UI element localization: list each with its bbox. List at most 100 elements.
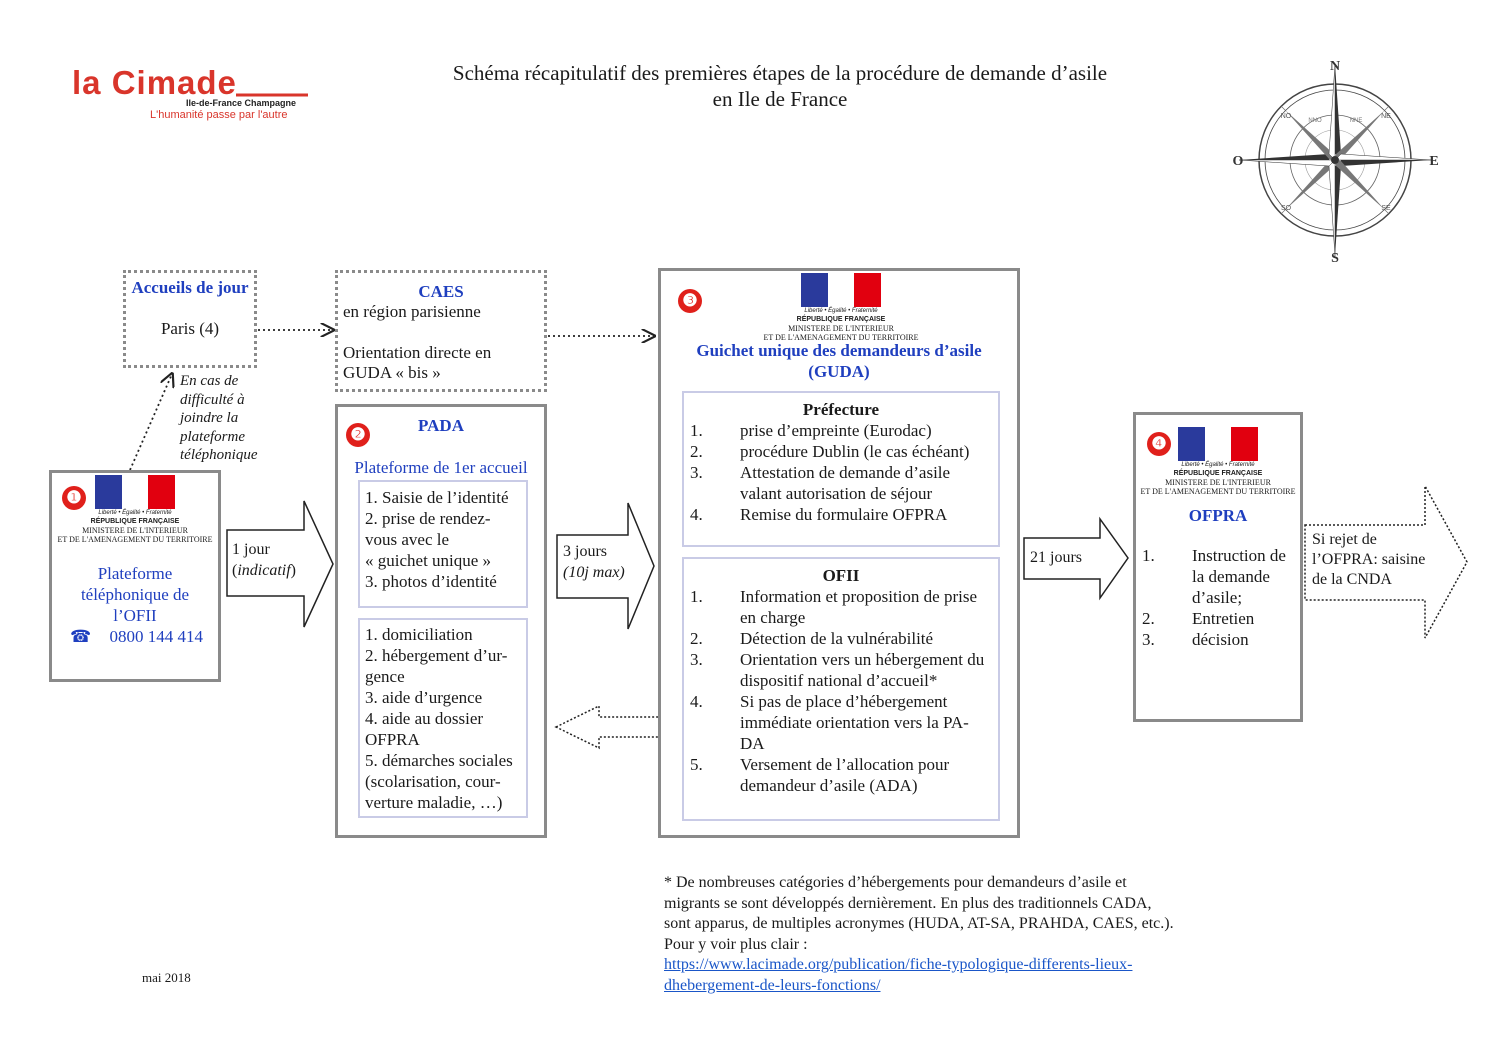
arrow-3-label: 21 jours: [1030, 549, 1082, 566]
difficulty-note-line: joindre la: [180, 410, 239, 426]
arrow-2-label: 3 jours: [563, 543, 607, 560]
cimade-logo-subtitle: Ile-de-France Champagne: [186, 98, 297, 108]
pada-services-line: verture maladie, …): [365, 793, 503, 812]
arrow-4-line: l’OFPRA: saisine: [1312, 551, 1426, 568]
arrow-1-note-text: indicatif: [237, 562, 291, 579]
guda-box: ❸ Liberté • Égalité • Fraternité RÉPUBLI…: [658, 268, 1020, 838]
ministry-logo: Liberté • Égalité • Fraternité RÉPUBLIQU…: [1128, 427, 1308, 496]
arrow-2-note: (10j max): [563, 564, 625, 581]
pada-box-services: 1. domiciliation 2. hébergement d’ur- ge…: [358, 618, 528, 818]
pada-services-line: OFPRA: [365, 730, 420, 749]
document-date: mai 2018: [142, 970, 191, 985]
ofii-phone-number[interactable]: 0800 144 414: [109, 627, 203, 646]
arrow-4-line: de la CNDA: [1312, 571, 1392, 588]
footnote-link[interactable]: https://www.lacimade.org/publication/fic…: [664, 956, 1133, 973]
ofii-title-line: Plateforme: [97, 564, 173, 583]
ministry-logo: Liberté • Égalité • Fraternité RÉPUBLIQU…: [45, 475, 225, 544]
cimade-logo: la Cimade Ile-de-France Champagne L'huma…: [70, 62, 310, 132]
pada-services-line: (scolarisation, cour-: [365, 772, 501, 791]
pada-services-line: 2. hébergement d’ur-: [365, 646, 508, 665]
guda-title: Guichet unique des demandeurs d’asile (G…: [661, 340, 1017, 382]
arrow-3-jours: [556, 502, 655, 630]
step-1-badge: ❶: [62, 486, 86, 510]
accueils-text: Paris (4): [160, 319, 220, 338]
ministry-logo: Liberté • Égalité • Fraternité RÉPUBLIQU…: [751, 273, 931, 342]
arrow-cnda: [1304, 485, 1468, 639]
prefecture-item: 1.prise d’empreinte (Eurodac): [690, 421, 932, 440]
footnote: * De nombreuses catégories d’hébergement…: [664, 873, 1304, 996]
prefecture-item: 4.Remise du formulaire OFPRA: [690, 505, 948, 524]
connector-ofii-accueils: [129, 374, 172, 471]
step-3-badge: ❸: [678, 289, 702, 313]
prefecture-title: Préfecture: [802, 400, 880, 419]
ministry-motto: Liberté • Égalité • Fraternité: [98, 510, 172, 516]
pada-identity-line: « guichet unique »: [365, 551, 492, 570]
difficulty-note: En cas de difficulté à joindre la platef…: [180, 372, 290, 465]
footnote-line: Pour y voir plus clair :: [664, 935, 808, 953]
page-title-line2: en Ile de France: [712, 87, 848, 111]
compass-se: SE: [1381, 205, 1391, 212]
caes-box: CAES en région parisienne Orientation di…: [335, 270, 547, 392]
accueils-title: Accueils de jour: [131, 278, 249, 297]
step-2-badge: ❷: [346, 423, 370, 447]
prefecture-item: 3.Attestation de demande d’asile valant …: [690, 463, 951, 503]
prefecture-box: Préfecture 1.prise d’empreinte (Eurodac)…: [682, 391, 1000, 547]
compass-no: NO: [1281, 113, 1292, 120]
compass-w: O: [1233, 154, 1244, 169]
cimade-logo-tagline: L'humanité passe par l'autre: [150, 109, 288, 121]
ministry-line1: MINISTERE DE L'INTERIEUR: [788, 324, 894, 333]
ofpra-item: 1.Instruction de la demande d’asile;: [1142, 546, 1286, 607]
cimade-logo-name: la Cimade: [72, 64, 237, 101]
compass-nne: NNE: [1350, 118, 1363, 124]
caes-title: CAES: [418, 282, 464, 301]
footnote-line: migrants se sont développés dernièrement…: [664, 894, 1152, 912]
pada-identity-line: vous avec le: [365, 530, 450, 549]
ofpra-item: 3.décision: [1142, 630, 1249, 649]
ofii-item: 5.Versement de l’allocation pour demande…: [690, 755, 950, 795]
ofii-list: 1.Information et proposition de prise en…: [690, 586, 992, 796]
arrow-21-jours: [1023, 516, 1129, 601]
pada-box: ❷ PADA Plateforme de 1er accueil 1. Sais…: [335, 404, 547, 838]
pada-title: PADA: [418, 416, 464, 435]
compass-rose-icon: N S E O NE NO SE SO NNE NNO: [1233, 59, 1439, 266]
ministry-line2: ET DE L'AMENAGEMENT DU TERRITOIRE: [57, 535, 213, 544]
pada-services-line: 4. aide au dossier: [365, 709, 484, 728]
caes-line1: en région parisienne: [343, 302, 481, 321]
compass-e: E: [1429, 154, 1438, 169]
ministry-republic: RÉPUBLIQUE FRANÇAISE: [1173, 470, 1263, 477]
arrow-4-text: Si rejet de l’OFPRA: saisine de la CNDA: [1312, 530, 1425, 590]
arrow-4-line: Si rejet de: [1312, 531, 1377, 548]
ministry-line1: MINISTERE DE L'INTERIEUR: [1165, 478, 1271, 487]
french-flag-icon: [1178, 427, 1259, 461]
ofii-title-line: l’OFII: [113, 606, 157, 625]
french-flag-icon: [95, 475, 176, 509]
pada-subtitle: Plateforme de 1er accueil: [354, 458, 528, 477]
footnote-link[interactable]: dhebergement-de-leurs-fonctions/: [664, 976, 881, 994]
compass-ne: NE: [1381, 113, 1391, 120]
compass-s: S: [1331, 251, 1339, 266]
ministry-republic: RÉPUBLIQUE FRANÇAISE: [796, 316, 886, 323]
ofii-item: 1.Information et proposition de prise en…: [690, 587, 978, 627]
phone-icon: ☎: [70, 627, 92, 646]
ministry-line2: ET DE L'AMENAGEMENT DU TERRITOIRE: [763, 333, 919, 342]
pada-identity-line: 2. prise de rendez-: [365, 509, 491, 528]
french-flag-icon: [801, 273, 882, 307]
page-title-line1: Schéma récapitulatif des premières étape…: [452, 61, 1108, 85]
ministry-line2: ET DE L'AMENAGEMENT DU TERRITOIRE: [1140, 487, 1296, 496]
cimade-logo-mark: [236, 93, 308, 97]
ministry-line1: MINISTERE DE L'INTERIEUR: [82, 526, 188, 535]
pada-services-line: 5. démarches sociales: [365, 751, 513, 770]
ofpra-title: OFPRA: [1188, 506, 1248, 525]
ofii-item: 4.Si pas de place d’hébergement immédiat…: [690, 692, 969, 753]
ministry-republic: RÉPUBLIQUE FRANÇAISE: [90, 518, 180, 525]
guda-title-line2: (GUDA): [808, 362, 870, 381]
difficulty-note-line: plateforme: [180, 428, 245, 445]
pada-box-identity: 1. Saisie de l’identité 2. prise de rend…: [358, 480, 528, 608]
pada-services-line: 1. domiciliation: [365, 625, 473, 644]
ofii-phone: ☎ 0800 144 414: [70, 626, 203, 647]
ofii-box: OFII 1.Information et proposition de pri…: [682, 557, 1000, 821]
difficulty-note-line: En cas de: [180, 373, 239, 389]
page-title: Schéma récapitulatif des premières étape…: [300, 60, 1260, 112]
caes-line2: Orientation directe en: [343, 343, 492, 362]
compass-so: SO: [1281, 205, 1292, 212]
